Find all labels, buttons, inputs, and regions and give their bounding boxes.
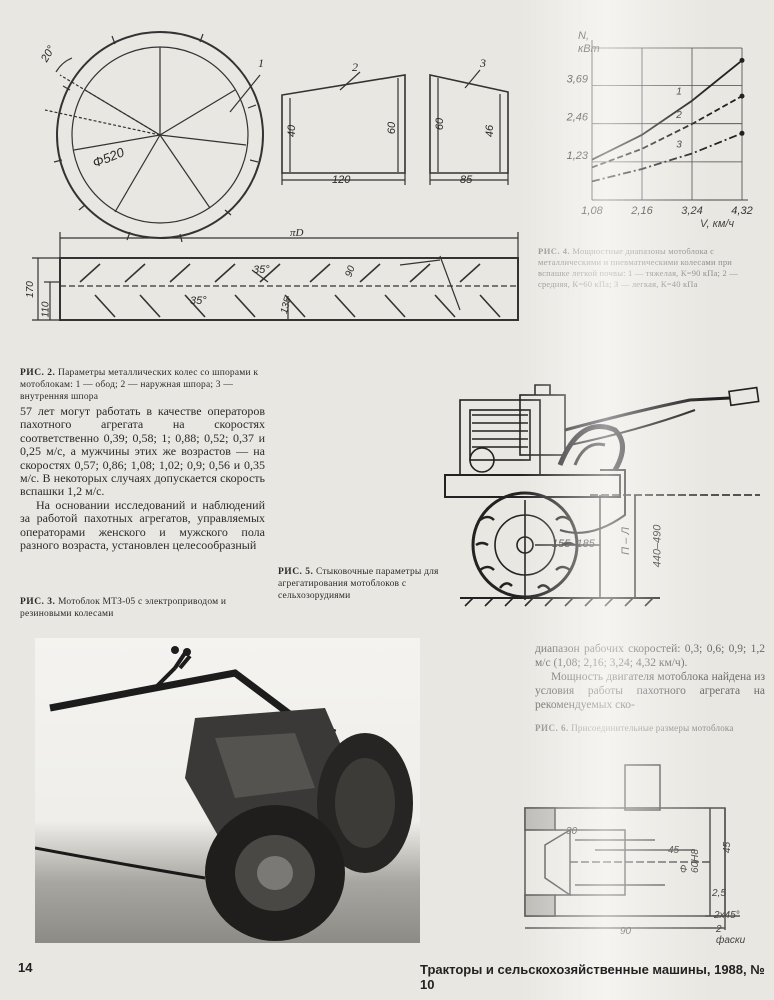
fig3-caption-label: РИС. 3. xyxy=(20,597,56,607)
fig5-dim-vertical-2: 440–490 xyxy=(651,524,664,568)
fig6-dim-45-inner: 45 xyxy=(668,845,680,856)
fig4-series-endpoint-3 xyxy=(739,130,745,136)
paragraph-col2-2: Мощность двигателя мотоблока найдена из … xyxy=(535,671,765,711)
page-number: 14 xyxy=(18,960,33,975)
fig4-y-tick-label: 1,23 xyxy=(567,150,589,162)
fig2-spur3-h2: 46 xyxy=(484,124,497,138)
fig5-caption: РИС. 5. Стыковочные параметры для агрега… xyxy=(278,566,458,602)
fig3-motoblock-photo xyxy=(34,638,420,943)
fig2-caption: РИС. 2. Параметры металлических колес со… xyxy=(20,367,270,403)
fig5-dim-vertical-1: П – Л xyxy=(619,527,632,555)
fig6-dim-chamfer-note: 2 фаски xyxy=(716,924,746,946)
fig6-dim-chamfer: 2х45° xyxy=(714,910,740,921)
fig2-spur3-h1: 60 xyxy=(434,117,447,131)
fig6-dim-bottom: 90 xyxy=(620,926,632,937)
fig6-caption: РИС. 6. Присоединительные размеры мотобл… xyxy=(535,722,765,734)
fig2-spur2-h2: 60 xyxy=(386,121,399,135)
fig6-dim-45: 45 xyxy=(722,841,734,854)
paragraph-1: 57 лет могут работать в качестве операто… xyxy=(20,404,265,499)
fig5-caption-label: РИС. 5. xyxy=(278,567,314,577)
fig2-wheel-diagram xyxy=(32,31,519,321)
fig4-x-tick-label: 2,16 xyxy=(630,205,653,217)
fig2-callout-1: 1 xyxy=(258,56,264,70)
motoblock-photo-illustration xyxy=(34,646,413,941)
fig6-caption-label: РИС. 6. xyxy=(535,723,569,733)
fig4-caption: РИС. 4. Мощностные диапазоны мотоблока с… xyxy=(538,246,766,290)
fig2-dim-170: 170 xyxy=(24,281,36,298)
fig2-callout-2: 2 xyxy=(352,60,358,74)
fig2-dim-110: 110 xyxy=(40,301,52,318)
fig4-power-chart: 3,69 2,46 1,23 1,08 2,16 3,24 4,32 1 2 3 xyxy=(566,40,753,217)
journal-footer: Тракторы и сельскохозяйственные машины, … xyxy=(420,962,765,992)
fig4-series-endpoint-1 xyxy=(739,57,745,63)
paragraph-2: На основании исследований и наблюдений з… xyxy=(20,497,265,553)
fig4-x-tick-label: 3,24 xyxy=(681,205,702,217)
fig2-angle-35b: 35° xyxy=(190,295,207,307)
fig4-y-tick-label: 2,46 xyxy=(566,112,589,124)
article-text-column-2: диапазон рабочих скоростей: 0,3; 0,6; 0,… xyxy=(535,642,765,712)
fig6-dim-2-5: 2,5 xyxy=(712,888,726,899)
paragraph-col2-1: диапазон рабочих скоростей: 0,3; 0,6; 0,… xyxy=(535,643,765,669)
fig4-series-label: 1 xyxy=(676,87,682,98)
fig2-caption-text: Параметры металлических колес со шпорами… xyxy=(20,368,259,402)
fig2-callout-3: 3 xyxy=(480,56,486,70)
fig5-dim-horizontal: 155–185 xyxy=(552,538,595,550)
fig4-x-tick-label: 1,08 xyxy=(581,205,603,217)
fig6-caption-text: Присоединительные размеры мотоблока xyxy=(571,723,734,733)
fig6-dim-phi-60: Φ 60Н8 xyxy=(678,849,701,873)
fig4-x-unit: V, км/ч xyxy=(700,218,735,230)
fig4-series-line-1 xyxy=(591,59,743,161)
fig4-y-label-n: N, xyxy=(578,30,589,42)
fig4-y-tick-label: 3,69 xyxy=(567,74,588,86)
fig4-series-line-3 xyxy=(591,132,743,183)
fig2-spur3-width: 85 xyxy=(460,174,473,186)
fig2-spur2-h1: 40 xyxy=(286,124,299,138)
fig2-angle-35a: 35° xyxy=(253,264,270,276)
fig2-caption-label: РИС. 2. xyxy=(20,368,56,378)
fig4-series-label: 3 xyxy=(676,139,682,150)
fig4-series-endpoint-2 xyxy=(739,93,745,99)
fig2-spur2-width: 120 xyxy=(332,174,351,186)
fig6-dim-30: 30 xyxy=(566,826,578,837)
fig5-hitch-drawing xyxy=(444,384,760,607)
fig4-y-label: N, кВт xyxy=(578,30,600,56)
fig2-pi-d: πD xyxy=(290,227,304,239)
fig4-series-line-2 xyxy=(591,95,743,169)
fig5-caption-text: Стыковочные параметры для агрегатировани… xyxy=(278,567,439,601)
fig3-caption-text: Мотоблок МТЗ-05 с электроприводом и рези… xyxy=(20,597,227,619)
article-text-column-1: 57 лет могут работать в качестве операто… xyxy=(20,404,265,553)
fig3-caption: РИС. 3. Мотоблок МТЗ-05 с электроприводо… xyxy=(20,596,260,620)
fig4-series-label: 2 xyxy=(675,110,682,121)
fig4-x-tick-label: 4,32 xyxy=(731,205,752,217)
fig4-caption-label: РИС. 4. xyxy=(538,246,571,256)
fig4-y-label-unit: кВт xyxy=(578,43,600,55)
